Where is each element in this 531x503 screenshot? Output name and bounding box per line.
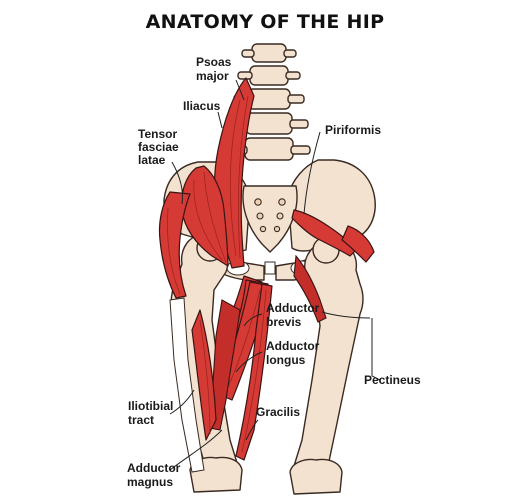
sacrum	[242, 185, 298, 253]
label-iliotibial-tract: Iliotibial tract	[128, 399, 177, 427]
label-psoas-major: Psoas major	[196, 55, 235, 83]
adductor-magnus-muscle	[209, 299, 241, 431]
label-adductor-magnus: Adductor magnus	[127, 461, 184, 489]
pubic-symphysis	[264, 261, 276, 275]
leader-lines	[169, 79, 381, 471]
right-knee	[289, 458, 343, 495]
muscles	[158, 77, 375, 473]
gracilis-muscle	[235, 283, 273, 461]
label-piriformis: Piriformis	[325, 123, 381, 137]
right-iliopsoas-insertion	[293, 254, 327, 323]
label-adductor-brevis: Adductor brevis	[266, 301, 323, 329]
label-pectineus: Pectineus	[364, 373, 421, 387]
diagram-title: ANATOMY OF THE HIP	[146, 11, 385, 33]
piriformis-muscle	[291, 209, 357, 257]
label-gracilis: Gracilis	[256, 405, 300, 419]
label-adductor-longus: Adductor longus	[266, 339, 323, 367]
label-iliacus: Iliacus	[183, 99, 221, 113]
labels: Psoas major Iliacus Tensor fasciae latae…	[127, 55, 421, 489]
right-femur	[293, 239, 364, 487]
gluteal-muscle-right	[341, 225, 375, 263]
iliotibial-tract	[169, 297, 205, 473]
vastus-muscle	[191, 309, 217, 441]
label-tensor-fasciae-latae: Tensor fasciae latae	[138, 127, 182, 167]
